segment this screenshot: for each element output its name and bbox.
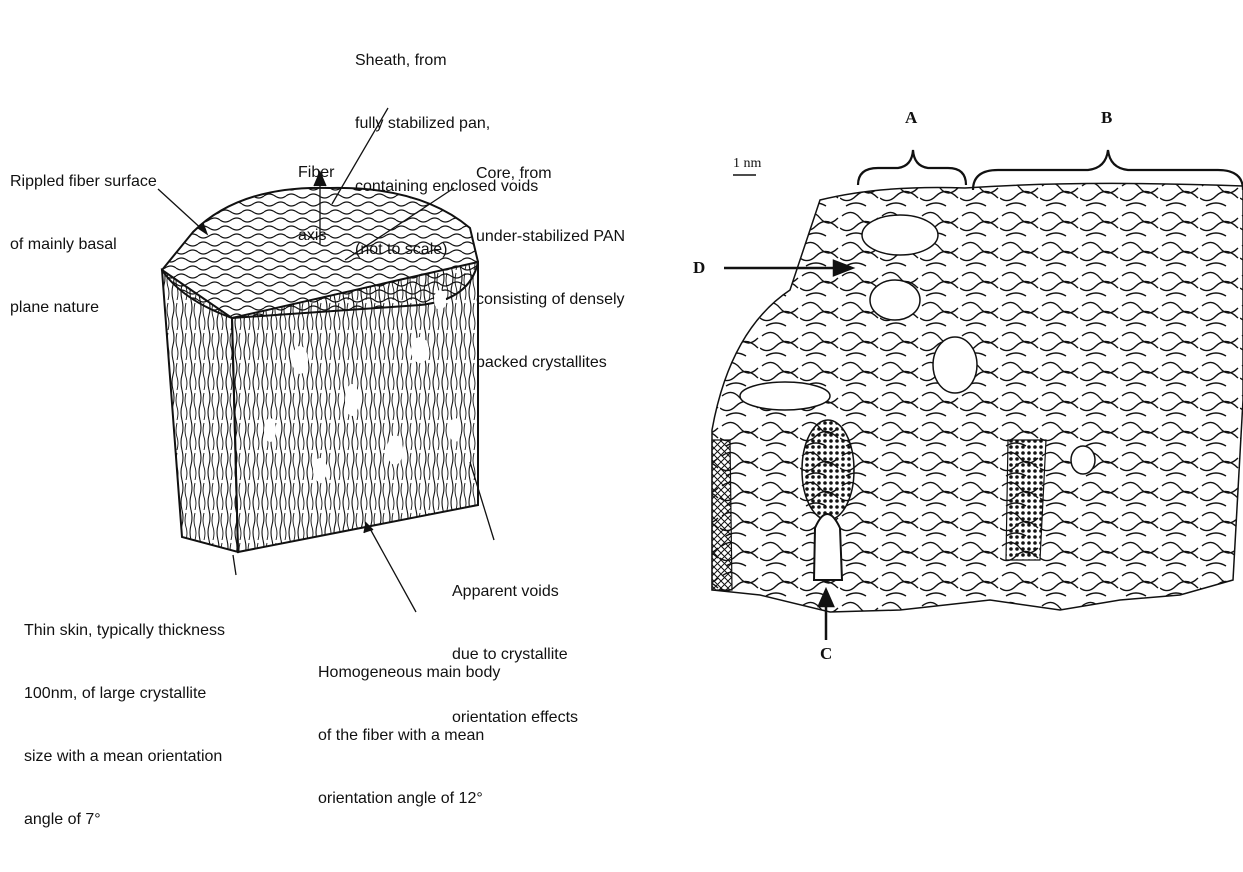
- scale-label: 1 nm: [733, 156, 761, 172]
- dotted-region: [802, 420, 854, 520]
- fiber-axis-label: Fiber axis: [298, 120, 334, 288]
- core-label: Core, from under-stabilized PAN consisti…: [476, 121, 675, 415]
- voids-line-1: Apparent voids: [452, 581, 578, 602]
- core-line-3: consisting of densely: [476, 289, 675, 310]
- thin-skin-line-3: size with a mean orientation: [24, 746, 225, 767]
- marker-a: A: [905, 108, 917, 128]
- marker-b: B: [1101, 108, 1112, 128]
- fold-feature: [814, 514, 842, 580]
- fiber-axis-line-1: Fiber: [298, 162, 334, 183]
- voids-label: Apparent voids due to crystallite orient…: [452, 539, 578, 770]
- sheath-line-1: Sheath, from: [355, 50, 538, 71]
- thin-skin-line-4: angle of 7°: [24, 809, 225, 830]
- brace-a: [858, 150, 966, 185]
- voids-line-2: due to crystallite: [452, 644, 578, 665]
- rippled-line-1: Rippled fiber surface: [10, 171, 157, 192]
- thin-skin-line-1: Thin skin, typically thickness: [24, 620, 225, 641]
- marker-d: D: [693, 258, 705, 278]
- thin-skin-label: Thin skin, typically thickness 100nm, of…: [24, 578, 225, 872]
- core-line-4: packed crystallites: [476, 352, 675, 373]
- surface-leader: [158, 189, 205, 232]
- core-line-2: under-stabilized PAN: [476, 226, 675, 247]
- main-body-line-3: orientation angle of 12°: [318, 788, 500, 809]
- dotted-region-2: [1006, 440, 1046, 560]
- marker-c: C: [820, 644, 832, 664]
- main-body-leader: [368, 525, 416, 612]
- microstructure: [712, 183, 1243, 612]
- rippled-surface-label: Rippled fiber surface of mainly basal pl…: [10, 129, 157, 360]
- hatched-region: [712, 440, 732, 590]
- figure-page: Sheath, from fully stabilized pan, conta…: [0, 0, 1243, 700]
- rippled-line-3: plane nature: [10, 297, 157, 318]
- voids-line-3: orientation effects: [452, 707, 578, 728]
- rippled-line-2: of mainly basal: [10, 234, 157, 255]
- thin-skin-line-2: 100nm, of large crystallite: [24, 683, 225, 704]
- core-line-1: Core, from: [476, 163, 675, 184]
- fiber-axis-line-2: axis: [298, 225, 334, 246]
- skin-leader: [233, 555, 236, 575]
